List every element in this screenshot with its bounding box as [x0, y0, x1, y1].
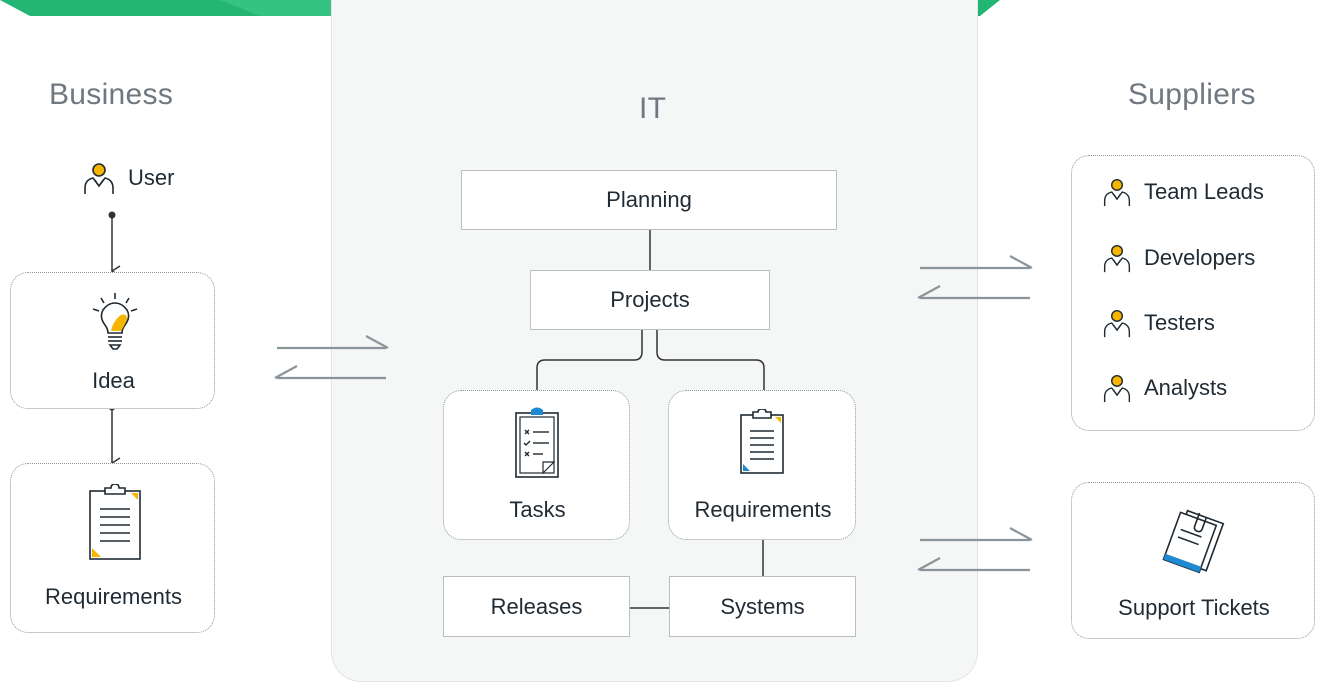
projects-box: Projects [530, 270, 770, 330]
support-tickets-label: Support Tickets [1118, 595, 1270, 620]
person-icon [1103, 309, 1131, 338]
clipboard-icon [89, 484, 141, 560]
planning-box: Planning [461, 170, 837, 230]
supplier-roles-card: Team Leads Developers Testers Analysts [1071, 155, 1315, 431]
business-requirements-card: Requirements [10, 463, 215, 633]
it-panel [331, 0, 978, 682]
business-heading: Business [49, 78, 174, 111]
role-label: Testers [1144, 310, 1215, 335]
it-requirements-card: Requirements [668, 390, 856, 540]
role-analysts: Analysts [1102, 372, 1227, 404]
clipboard-icon [740, 409, 784, 474]
idea-card: Idea [10, 272, 215, 409]
user-node: User [82, 160, 174, 196]
tasks-label: Tasks [509, 497, 566, 522]
business-flow-line-2 [108, 403, 116, 464]
role-testers: Testers [1102, 307, 1215, 339]
person-icon [1103, 374, 1131, 403]
support-tickets-card: Support Tickets [1071, 482, 1315, 639]
role-label: Team Leads [1144, 179, 1264, 204]
business-requirements-label: Requirements [45, 584, 182, 609]
person-icon [84, 163, 114, 194]
business-flow-line-1 [108, 211, 116, 272]
ticket-stack-icon [1162, 509, 1225, 574]
suppliers-heading: Suppliers [1128, 78, 1256, 111]
releases-box: Releases [443, 576, 630, 637]
role-developers: Developers [1102, 242, 1255, 274]
role-team-leads: Team Leads [1102, 176, 1264, 208]
it-heading: IT [639, 92, 667, 125]
person-icon [1103, 178, 1131, 207]
user-label: User [128, 165, 175, 190]
systems-box: Systems [669, 576, 856, 637]
checklist-icon [515, 407, 559, 478]
tasks-card: Tasks [443, 390, 630, 540]
role-label: Developers [1144, 245, 1256, 270]
role-label: Analysts [1144, 375, 1228, 400]
idea-label: Idea [92, 368, 135, 393]
it-requirements-label: Requirements [694, 497, 832, 522]
lightbulb-icon [92, 293, 138, 350]
person-icon [1103, 244, 1131, 273]
